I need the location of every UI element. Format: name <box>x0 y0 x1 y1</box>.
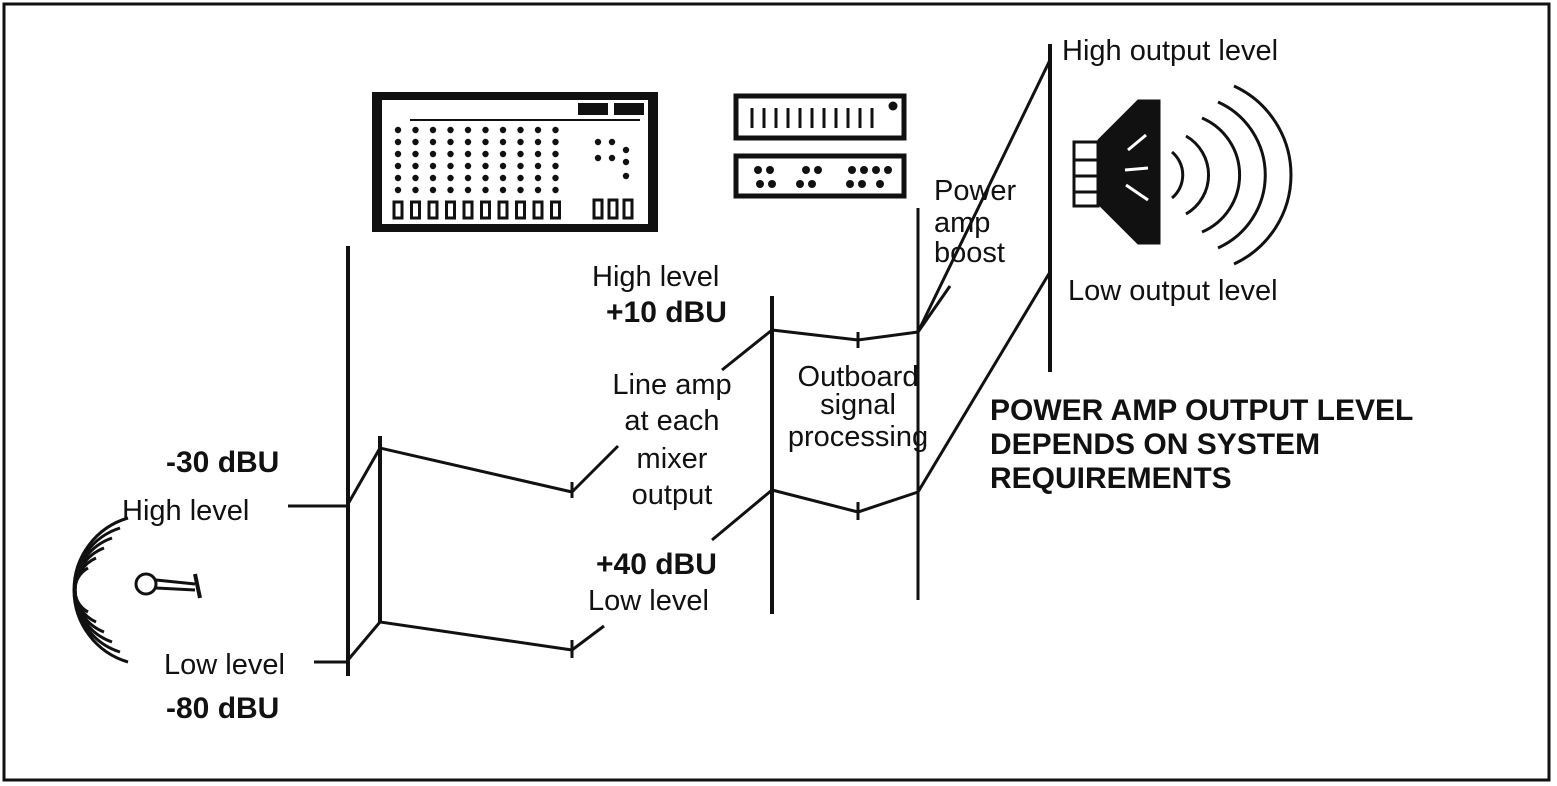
mic-high-label: High level <box>122 495 249 527</box>
mixer-high-label: High level <box>592 261 719 293</box>
speaker-icon <box>1072 84 1293 266</box>
mic-high-value: -30 dBU <box>166 446 279 479</box>
level-lines <box>288 44 1052 676</box>
mic-low-value: -80 dBU <box>166 692 279 725</box>
mixer-low-value: +40 dBU <box>596 548 717 581</box>
microphone-icon <box>72 516 202 664</box>
outboard-line-3: processing <box>788 421 928 453</box>
line-amp-line-3: mixer <box>637 443 708 475</box>
line-amp-line-1: Line amp <box>612 369 731 401</box>
outboard-line-2: signal <box>820 389 896 421</box>
line-amp-line-4: output <box>632 479 713 511</box>
outboard-line-1: Outboard <box>798 361 919 393</box>
mixer-console-icon <box>372 92 658 232</box>
low-output-level: Low output level <box>1068 275 1278 307</box>
power-amp-line-2: amp <box>934 207 990 239</box>
power-amp-line-3: boost <box>934 237 1005 269</box>
mic-low-label: Low level <box>164 649 285 681</box>
power-amp-line-1: Power <box>934 175 1017 207</box>
note-line-1: POWER AMP OUTPUT LEVEL <box>990 394 1413 427</box>
high-output-level: High output level <box>1062 35 1278 67</box>
note-line-2: DEPENDS ON SYSTEM <box>990 428 1320 461</box>
note-line-3: REQUIREMENTS <box>990 462 1232 495</box>
mixer-low-label: Low level <box>588 585 709 617</box>
line-amp-line-2: at each <box>624 405 719 437</box>
mixer-high-value: +10 dBU <box>606 296 727 329</box>
outboard-rack-icon <box>733 93 907 199</box>
